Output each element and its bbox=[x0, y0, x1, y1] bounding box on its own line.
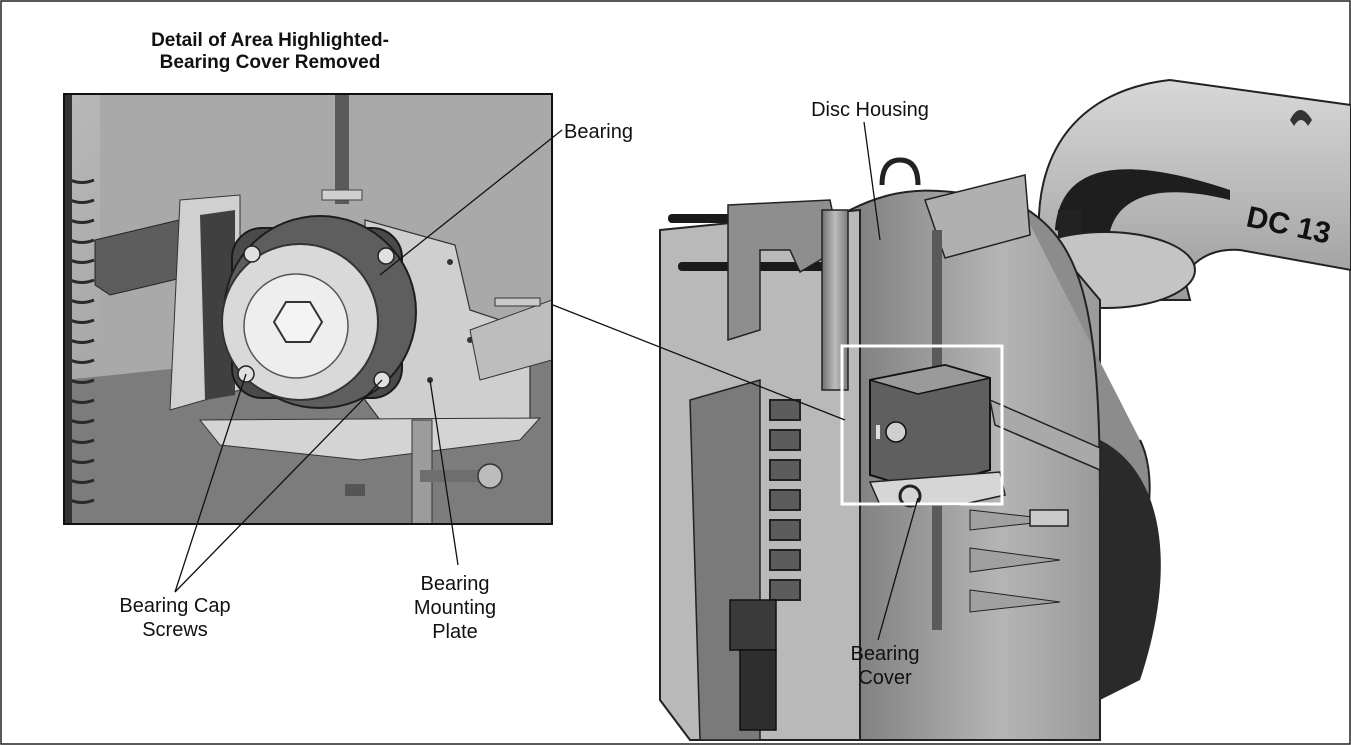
cap-screws-leader-1 bbox=[174, 373, 247, 593]
machine-illustration: DC 13 bbox=[659, 78, 1351, 741]
detail-title-line2: Bearing Cover Removed bbox=[159, 52, 381, 73]
label-bearing-cover: Bearing Cover bbox=[850, 643, 920, 689]
bearing-leader bbox=[379, 129, 563, 276]
mounting-plate-leader bbox=[429, 379, 459, 566]
cap-screws-leader-2 bbox=[174, 379, 383, 593]
disc-housing-leader bbox=[863, 121, 881, 241]
label-bearing-cap-screws: Bearing Cap Screws bbox=[119, 595, 231, 641]
detail-image bbox=[64, 94, 552, 524]
label-bearing: Bearing bbox=[564, 121, 633, 143]
bearing-cover-leader bbox=[877, 497, 919, 641]
leader-lines bbox=[174, 121, 919, 641]
spring bbox=[69, 178, 95, 504]
auger bbox=[769, 399, 801, 601]
detail-title-line1: Detail of Area Highlighted- bbox=[151, 30, 389, 51]
highlight-box bbox=[840, 344, 1004, 506]
detail-title: Detail of Area Highlighted- Bearing Cove… bbox=[120, 30, 420, 74]
label-disc-housing: Disc Housing bbox=[811, 99, 929, 121]
motor bbox=[729, 599, 777, 651]
detail-image-border bbox=[63, 93, 553, 525]
label-bearing-mounting-plate: Bearing Mounting Plate bbox=[413, 573, 497, 643]
detail-connector-line bbox=[552, 304, 846, 421]
